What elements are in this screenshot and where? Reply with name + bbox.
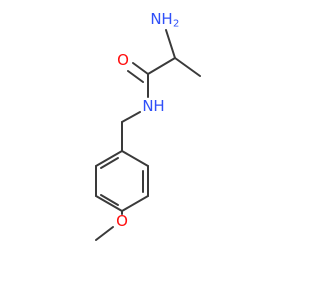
bond-calpha-ccarbonyl (147, 57, 176, 75)
bond-oether-methyl (95, 226, 114, 241)
bond-namide-ch2 (121, 111, 141, 123)
amide-h-label: H (153, 97, 164, 115)
ring-bond-6 (95, 150, 123, 167)
bond-carbonyl-double-2 (127, 70, 144, 83)
bond-calpha-methyl (174, 57, 201, 77)
bonds (95, 29, 201, 241)
bond-carbonyl-double-1 (132, 62, 149, 75)
amide-n-label: N (142, 97, 153, 115)
ring-bond-1 (121, 150, 149, 167)
amine-h-label: H (161, 10, 172, 28)
amine-h-subscript: 2 (173, 19, 179, 30)
ring-bond-3 (121, 195, 149, 212)
carbonyl-o-label: O (117, 51, 129, 69)
atom-labels: N H 2 O N H O (116, 10, 179, 230)
molecule-diagram: N H 2 O N H O (95, 10, 201, 241)
ring-double-2 (100, 194, 119, 206)
ring-double-3 (100, 157, 119, 169)
bond-calpha-nh2 (165, 29, 176, 59)
amine-n-label: N (150, 10, 161, 28)
ring-bond-4 (95, 195, 123, 212)
ether-o-label: O (116, 212, 128, 230)
